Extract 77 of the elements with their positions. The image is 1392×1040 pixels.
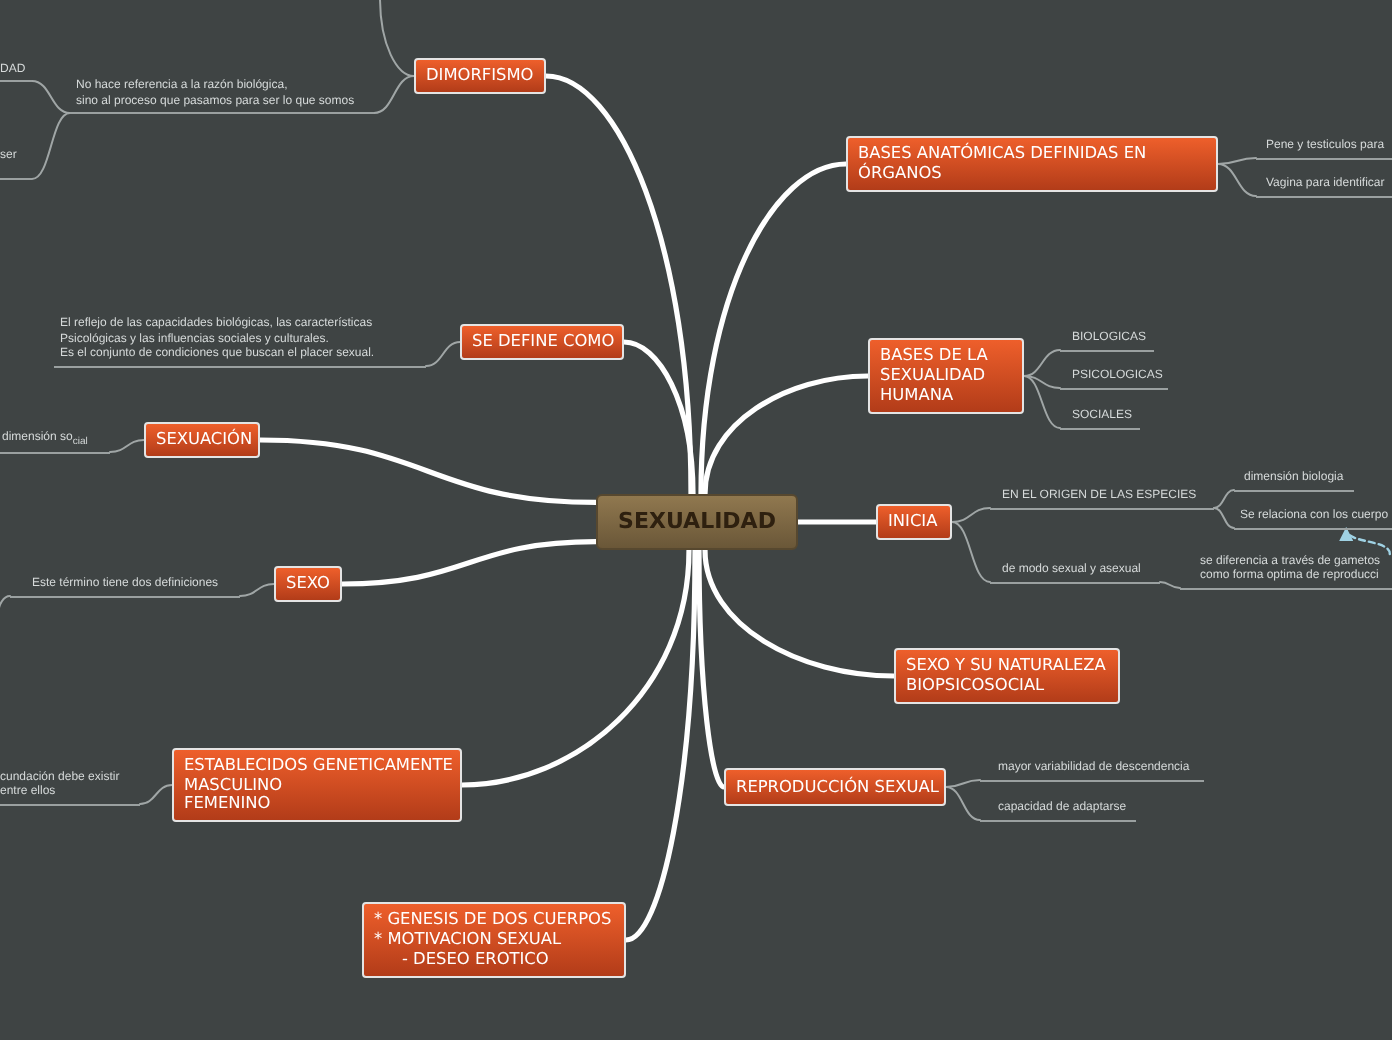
subtopic-underline — [1060, 332, 1154, 351]
topic-box — [274, 566, 342, 602]
topic-text: * MOTIVACION SEXUAL — [374, 930, 562, 950]
subtopic-underline — [1060, 410, 1140, 429]
subtopic-underline — [1060, 370, 1168, 389]
topic-text: REPRODUCCIÓN SEXUAL — [736, 777, 939, 797]
branch-line — [1023, 375, 1061, 429]
subtopic-underline — [1256, 178, 1392, 197]
subtopic-underline — [990, 490, 1214, 509]
subtopic-underline — [1234, 510, 1392, 529]
main-branch-line — [698, 161, 849, 497]
subtopic-underline — [980, 762, 1204, 781]
topic-text: SEXO Y SU NATURALEZA BIOPSICOSOCIAL — [906, 656, 1108, 696]
subtopic-underline — [54, 312, 426, 367]
main-branch-line — [702, 547, 897, 679]
main-branch-line — [623, 547, 698, 943]
subtopic-underline — [0, 62, 32, 82]
branch-line — [1023, 349, 1061, 377]
central-topic-box — [596, 494, 798, 550]
topic-text: MASCULINO — [184, 775, 283, 795]
topic-text: DIMORFISMO — [426, 66, 534, 86]
branch-line — [139, 784, 173, 805]
topic-box — [144, 422, 260, 458]
topic-box — [460, 324, 624, 360]
main-branch-line — [696, 547, 727, 790]
branch-line — [1023, 375, 1061, 389]
branch-line — [239, 583, 275, 597]
topic-text: SEXUACIÓN — [156, 430, 253, 450]
central-topic-text: SEXUALIDAD — [618, 508, 776, 536]
branch-line — [945, 786, 981, 821]
branch-line — [951, 507, 991, 523]
topic-box — [894, 648, 1120, 704]
branch-line — [109, 439, 145, 453]
topic-text: * GENESIS DE DOS CUERPOS — [374, 910, 612, 931]
subtopic-underline — [70, 76, 374, 114]
main-branch-line — [339, 539, 599, 587]
subtopic-underline — [0, 428, 110, 453]
branch-line — [945, 779, 981, 788]
main-branch-line — [459, 547, 692, 788]
topic-text: SEXO — [286, 574, 330, 594]
topic-box — [876, 504, 952, 540]
branch-line — [373, 75, 415, 114]
branch-line — [425, 341, 461, 367]
topic-text: FEMENINO — [184, 794, 271, 815]
branch-line — [1213, 489, 1235, 509]
subtopic-underline — [990, 564, 1160, 583]
branch-line — [1217, 163, 1257, 197]
topic-box — [846, 136, 1218, 192]
main-branch-line — [257, 437, 599, 505]
topic-box — [362, 902, 626, 978]
branch-line — [1217, 157, 1257, 165]
topic-text: INICIA — [888, 512, 938, 532]
subtopic-underline — [10, 576, 240, 597]
topic-text: SE DEFINE COMO — [472, 332, 615, 352]
main-branch-line — [543, 73, 694, 497]
branch-line — [31, 80, 71, 114]
subtopic-underline — [1234, 472, 1354, 491]
branch-line — [31, 112, 71, 180]
topic-text: - DESEO EROTICO — [400, 949, 549, 970]
dashed-arrow — [1342, 527, 1391, 556]
branch-line — [1159, 581, 1181, 589]
topic-box — [172, 748, 462, 822]
topic-box — [414, 58, 546, 94]
branch-line — [1213, 507, 1235, 529]
subtopic-underline — [1180, 554, 1392, 589]
topic-text: BASES DE LA SEXUALIDAD HUMANA — [880, 346, 990, 406]
topic-box — [724, 768, 946, 806]
subtopic-underline — [980, 802, 1136, 821]
main-branch-line — [795, 519, 879, 525]
subtopic-underline — [1256, 140, 1392, 159]
topic-box — [868, 338, 1024, 414]
topic-text: BASES ANATÓMICAS DEFINIDAS EN ÓRGANOS — [858, 144, 1149, 184]
branch-line — [951, 521, 991, 583]
topic-text: ESTABLECIDOS GENETICAMENTE — [184, 755, 453, 776]
main-branch-line — [621, 339, 696, 497]
main-branch-line — [702, 373, 871, 497]
branch-line — [379, 0, 415, 77]
